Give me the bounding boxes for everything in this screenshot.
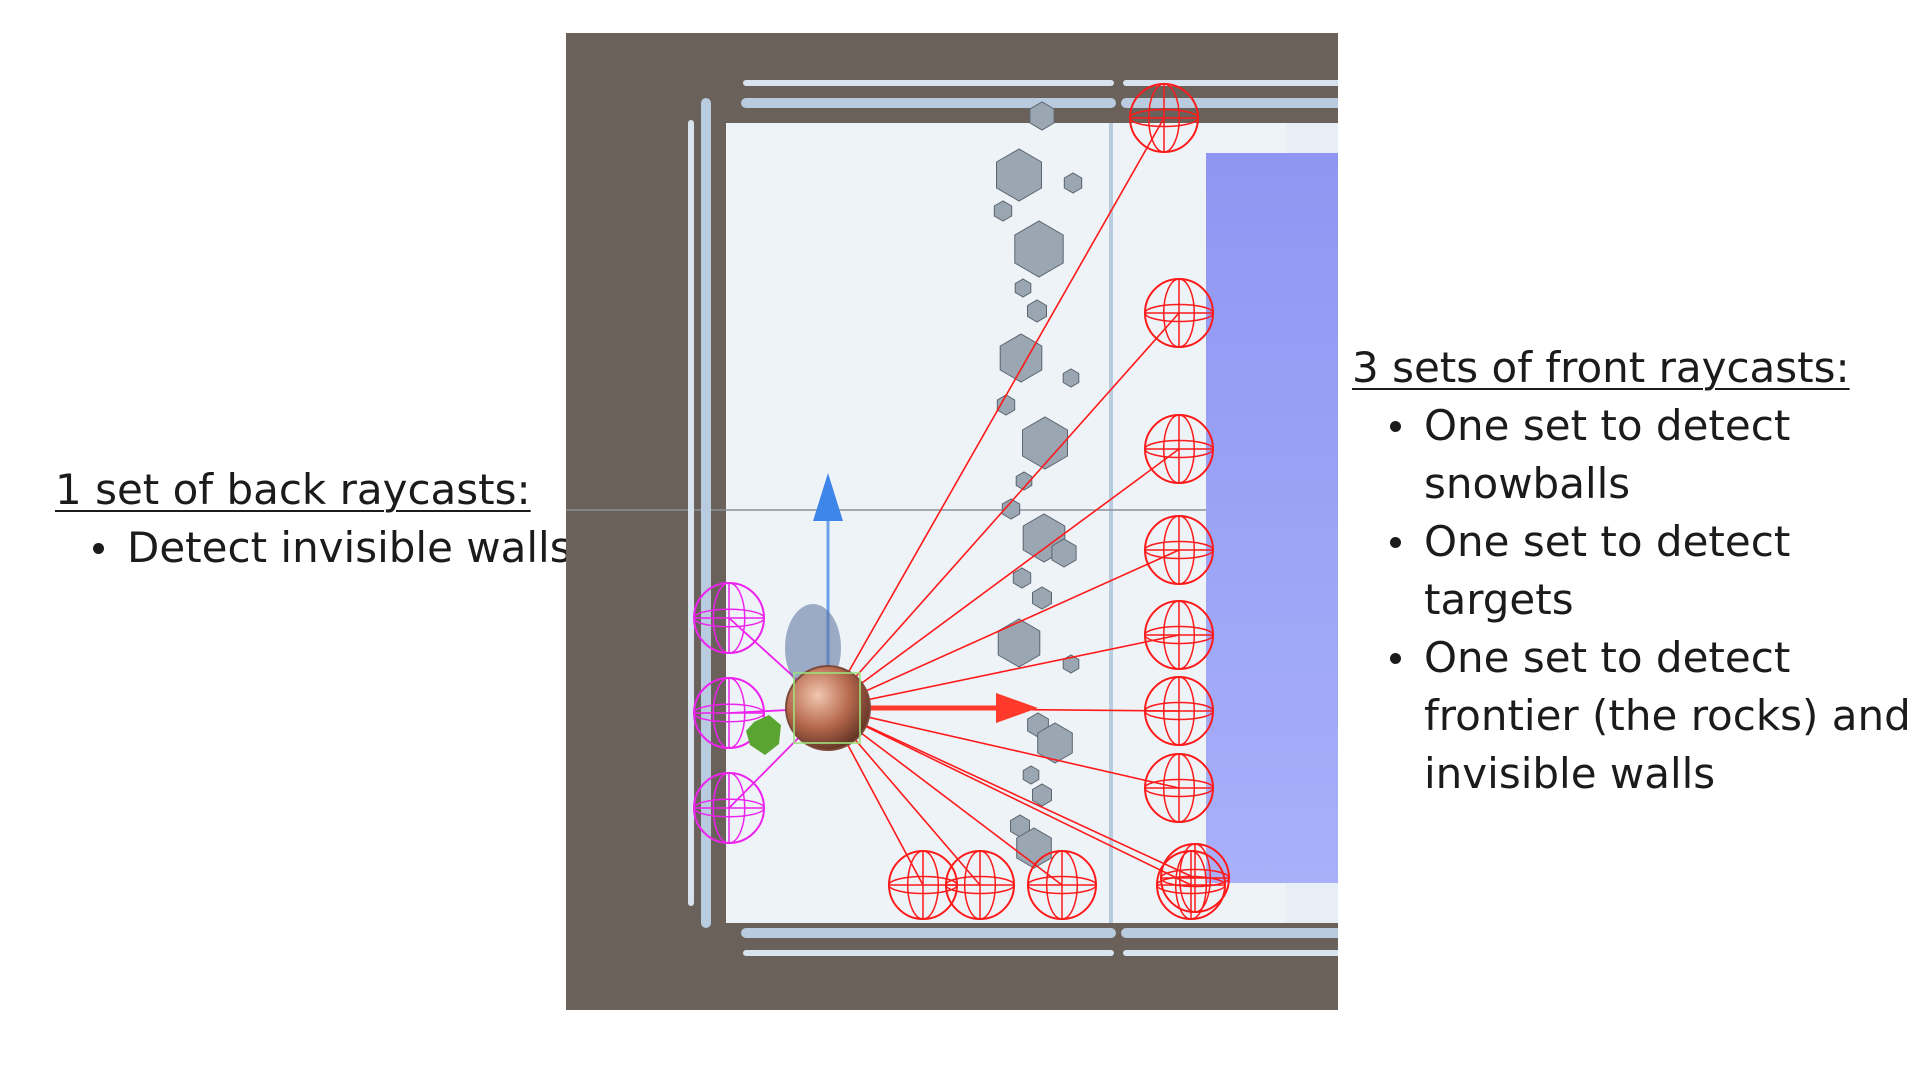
rock-icon [1022, 765, 1040, 785]
ray-target-sphere-icon [1144, 676, 1214, 746]
ray-target-sphere-icon [1144, 753, 1214, 823]
rock-icon [1032, 586, 1052, 610]
up-axis-arrow-icon [813, 473, 843, 521]
front-raycasts-note: 3 sets of front raycasts: One set to det… [1352, 339, 1912, 803]
front-raycasts-item-frontier: One set to detect frontier (the rocks) a… [1352, 629, 1912, 803]
agent-sphere-icon [785, 665, 871, 751]
forward-axis-arrow-icon [996, 693, 1038, 723]
rock-icon [1014, 220, 1064, 278]
front-ray-line [827, 312, 1180, 709]
ray-target-sphere-icon [1156, 850, 1226, 920]
rock-icon [1012, 567, 1032, 589]
back-raycasts-heading: 1 set of back raycasts: [55, 465, 531, 514]
front-ray-line [827, 634, 1180, 709]
ray-target-sphere-icon [1144, 278, 1214, 348]
front-ray-line [827, 448, 1180, 709]
rock-icon [996, 394, 1016, 416]
ray-target-sphere-icon [1027, 850, 1097, 920]
target-zone [1206, 153, 1338, 883]
arena-rails [688, 80, 1338, 956]
rock-frontier [993, 101, 1083, 869]
rock-icon [996, 148, 1042, 202]
ray-target-sphere-icon [1144, 515, 1214, 585]
rock-icon [1001, 498, 1021, 520]
front-ray-line [827, 117, 1165, 709]
back-raycasts-item: Detect invisible walls [55, 519, 575, 577]
rock-icon [999, 333, 1043, 383]
snowball-icon [746, 715, 781, 755]
front-ray-line [827, 707, 1192, 886]
back-raycasts-list: Detect invisible walls [55, 519, 575, 577]
ray-target-sphere-icon [888, 850, 958, 920]
front-raycasts-item-targets: One set to detect targets [1352, 513, 1912, 629]
front-raycasts-heading: 3 sets of front raycasts: [1352, 343, 1850, 392]
back-raycasts-note: 1 set of back raycasts: Detect invisible… [55, 461, 575, 577]
front-ray-line [827, 707, 1063, 886]
ray-target-sphere-icon [1144, 414, 1214, 484]
rock-icon [1015, 471, 1033, 491]
rock-icon [1014, 278, 1032, 298]
front-raycasts-item-snowballs: One set to detect snowballs [1352, 397, 1912, 513]
ray-target-sphere-icon [1129, 83, 1199, 153]
game-scene [566, 33, 1338, 1010]
ray-target-sphere-icon [693, 772, 765, 844]
front-ray-line [827, 707, 1196, 879]
front-raycasts-list: One set to detect snowballs One set to d… [1352, 397, 1912, 803]
ray-target-sphere-icon [693, 582, 765, 654]
ray-target-sphere-icon [693, 677, 765, 749]
rock-icon [1051, 538, 1077, 568]
rock-icon [993, 200, 1013, 222]
ray-target-sphere-icon [1144, 600, 1214, 670]
front-ray-line [827, 549, 1180, 709]
rock-icon [1063, 172, 1083, 194]
rock-icon [1029, 101, 1055, 131]
agent-collider [793, 672, 861, 744]
rock-icon [1062, 368, 1080, 388]
rock-icon [1027, 299, 1047, 323]
rock-icon [1032, 783, 1052, 807]
rock-icon [1022, 416, 1068, 470]
rock-icon [1037, 722, 1073, 764]
front-ray-line [827, 707, 1180, 789]
